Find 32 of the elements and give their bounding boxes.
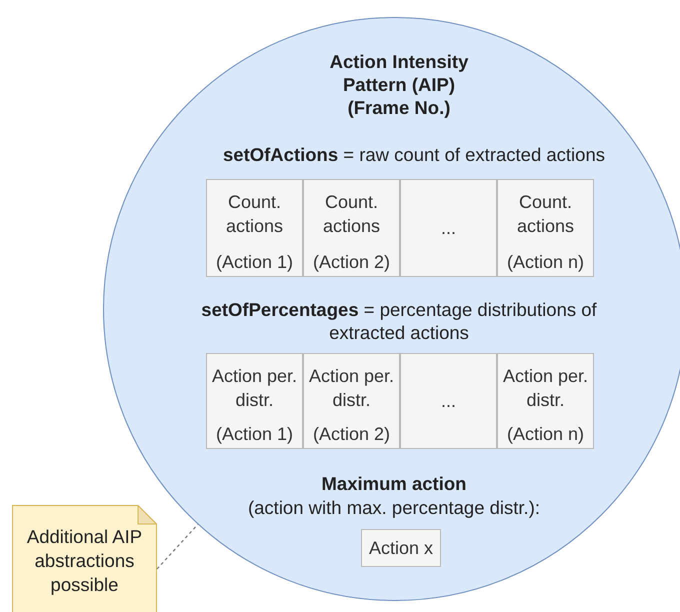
cell-text: (Action 1) [216,251,294,274]
cell-text: ... [440,390,456,413]
table-cell [497,353,594,449]
table-cell [361,529,441,567]
cell-text: Action per. distr. [502,365,589,412]
title: Action Intensity Pattern (AIP) (Frame No.) [328,50,470,119]
table-cell [303,179,400,277]
cell-text: Count. actions [516,191,576,238]
text: (action with max. percentage distr.): [246,496,542,519]
table-cell [303,353,400,449]
table-cell [400,353,497,449]
cell-text: (Action 2) [312,423,390,446]
leader-line [156,524,198,570]
table-cell [206,353,303,449]
table-cell [206,179,303,277]
text: setOfActions = raw count of extracted actions [222,143,606,166]
cell-text: ... [440,217,456,240]
cell-text: Count. actions [224,191,284,238]
cell-text: Count. actions [322,191,382,238]
cell-text: Action per. distr. [308,365,395,412]
cell-text: (Action 1) [216,423,294,446]
text: Maximum action [320,472,468,495]
note-shape [12,505,157,612]
cell-text: (Action n) [506,251,584,274]
table-cell [400,179,497,277]
cell-text: (Action 2) [312,251,390,274]
note-text: Additional AIP abstractions possible [26,525,144,597]
cell-text: Action x [368,537,434,560]
cell-text: Action per. distr. [211,365,298,412]
cell-text: (Action n) [506,423,584,446]
text: setOfPercentages = percentage distributions of extracted actions [200,298,598,344]
table-cell [497,179,594,277]
